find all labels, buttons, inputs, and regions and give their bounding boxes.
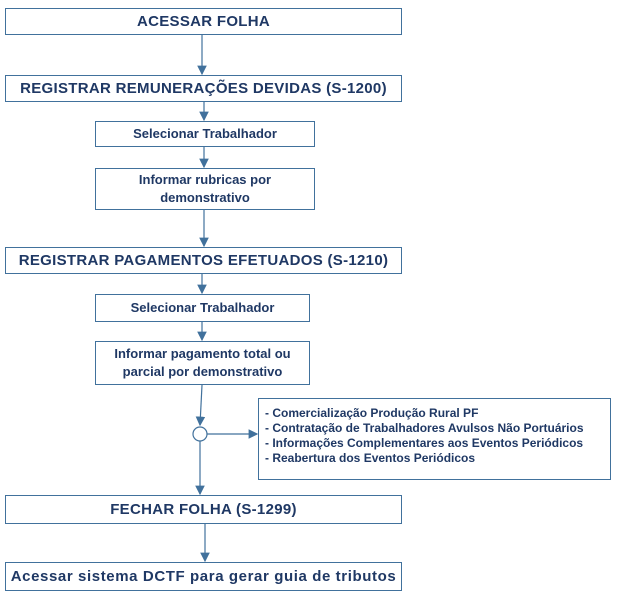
side-note-item: - Contratação de Trabalhadores Avulsos N… [265, 421, 584, 435]
step-registrar-pagamentos: REGISTRAR PAGAMENTOS EFETUADOS (S-1210) [5, 247, 402, 274]
step-acessar-dctf: Acessar sistema DCTF para gerar guia de … [5, 562, 402, 591]
step-informar-rubricas-line1: Informar rubricas por [138, 172, 272, 187]
arrow-pagamento-to-junction [195, 384, 206, 427]
step-acessar-folha: ACESSAR FOLHA [5, 8, 402, 35]
step-selecionar-trabalhador-1-label: Selecionar Trabalhador [133, 126, 277, 141]
step-informar-rubricas-line2: demonstrativo [160, 190, 250, 205]
step-acessar-dctf-label: Acessar sistema DCTF para gerar guia de … [10, 568, 397, 585]
step-informar-rubricas: Informar rubricas por demonstrativo [95, 168, 315, 210]
step-informar-pagamento: Informar pagamento total ou parcial por … [95, 341, 310, 385]
junction-circle [192, 426, 208, 442]
step-acessar-folha-label: ACESSAR FOLHA [136, 13, 271, 30]
step-registrar-remuneracoes: REGISTRAR REMUNERAÇÕES DEVIDAS (S-1200) [5, 75, 402, 102]
step-informar-pagamento-line1: Informar pagamento total ou [114, 346, 291, 361]
step-informar-pagamento-line2: parcial por demonstrativo [122, 364, 283, 379]
side-notes-box: - Comercialização Produção Rural PF - Co… [258, 398, 611, 480]
side-note-item: - Reabertura dos Eventos Periódicos [265, 451, 476, 465]
step-fechar-folha: FECHAR FOLHA (S-1299) [5, 495, 402, 524]
side-note-item: - Informações Complementares aos Eventos… [265, 436, 584, 450]
step-selecionar-trabalhador-2-label: Selecionar Trabalhador [130, 300, 275, 315]
step-registrar-pagamentos-label: REGISTRAR PAGAMENTOS EFETUADOS (S-1210) [18, 252, 389, 269]
step-selecionar-trabalhador-1: Selecionar Trabalhador [95, 121, 315, 147]
step-selecionar-trabalhador-2: Selecionar Trabalhador [95, 294, 310, 322]
step-registrar-remuneracoes-label: REGISTRAR REMUNERAÇÕES DEVIDAS (S-1200) [20, 80, 387, 97]
side-note-item: - Comercialização Produção Rural PF [265, 406, 479, 420]
step-fechar-folha-label: FECHAR FOLHA (S-1299) [110, 501, 297, 518]
